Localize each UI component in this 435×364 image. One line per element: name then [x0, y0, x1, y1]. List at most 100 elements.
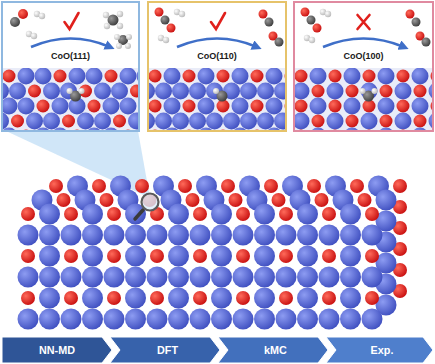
cobalt-atom — [18, 98, 35, 115]
cobalt-atom — [340, 204, 361, 225]
cobalt-atom — [18, 225, 39, 246]
cobalt-atom — [18, 68, 35, 85]
cobalt-atom — [137, 68, 139, 85]
oxygen-atom — [285, 100, 286, 113]
cobalt-atom — [61, 267, 82, 288]
hydrogen-atom — [31, 33, 37, 39]
cobalt-atom — [111, 83, 128, 100]
cobalt-atom — [319, 225, 340, 246]
oxygen-atom — [365, 207, 379, 221]
cobalt-atom — [164, 68, 181, 85]
reaction-arrow — [323, 39, 404, 48]
cobalt-atom — [3, 113, 9, 130]
cobalt-atom — [297, 288, 318, 309]
facet-panel: CoO(100) — [293, 1, 434, 132]
oxygen-atom — [37, 100, 50, 113]
cobalt-atom — [206, 113, 223, 130]
cobalt-atom — [412, 128, 429, 131]
cobalt-atom — [344, 98, 361, 115]
cobalt-atom — [266, 68, 283, 85]
cobalt-atom — [52, 128, 69, 131]
cobalt-atom — [319, 309, 340, 330]
step-label: DFT — [110, 337, 220, 363]
cobalt-atom — [172, 83, 189, 100]
cobalt-atom — [233, 267, 254, 288]
cobalt-atom — [164, 128, 181, 131]
cross-mark — [358, 15, 370, 29]
cobalt-atom — [43, 113, 60, 130]
oxygen-atom — [107, 291, 121, 305]
cobalt-atom — [319, 267, 340, 288]
cobalt-atom — [240, 113, 257, 130]
cobalt-atom — [94, 113, 111, 130]
workflow-chevron: kMC — [218, 337, 328, 363]
carbon-atom — [307, 16, 316, 25]
oxygen-atom — [217, 130, 230, 131]
cobalt-atom — [168, 309, 189, 330]
cobalt-atom — [340, 288, 361, 309]
oxygen-atom — [322, 249, 336, 263]
cobalt-atom — [254, 204, 275, 225]
cobalt-atom — [125, 267, 146, 288]
oxygen-atom — [322, 207, 336, 221]
cobalt-atom — [233, 309, 254, 330]
cobalt-atom — [254, 288, 275, 309]
cobalt-atom — [39, 204, 60, 225]
carbon-atom — [422, 38, 431, 47]
oxygen-atom — [107, 207, 121, 221]
cobalt-atom — [376, 190, 397, 211]
oxygen-atom — [21, 207, 35, 221]
cobalt-atom — [362, 267, 383, 288]
cobalt-atom — [295, 113, 310, 130]
oxygen-atom — [167, 24, 176, 33]
chevron-fill — [2, 337, 112, 363]
zoom-cone — [6, 131, 150, 198]
cobalt-atom — [211, 267, 232, 288]
oxygen-atom — [406, 10, 415, 19]
step-label: kMC — [218, 337, 328, 363]
cobalt-atom — [340, 309, 361, 330]
cobalt-atom — [103, 128, 120, 131]
hydrogen-atom — [179, 11, 185, 17]
workflow-chevron: NN-MD — [2, 337, 112, 363]
oxygen-atom — [363, 130, 376, 131]
oxygen-atom — [3, 70, 16, 83]
cobalt-atom — [94, 83, 111, 100]
step-label: NN-MD — [2, 337, 112, 363]
cobalt-atom — [137, 128, 139, 131]
oxygen-atom — [229, 193, 243, 207]
crystal-slab — [18, 176, 408, 330]
cobalt-atom — [429, 83, 433, 100]
cobalt-atom — [190, 309, 211, 330]
cobalt-atom — [147, 225, 168, 246]
oxygen-atom — [285, 70, 286, 83]
oxygen-atom — [279, 249, 293, 263]
oxygen-atom — [315, 193, 329, 207]
oxygen-atom — [57, 193, 71, 207]
panel-illustration — [130, 8, 326, 145]
oxygen-atom — [350, 179, 364, 193]
cobalt-atom — [240, 83, 257, 100]
cobalt-atom — [276, 309, 297, 330]
oxygen-atom — [295, 100, 308, 113]
oxygen-atom — [149, 100, 162, 113]
oxygen-atom — [149, 70, 162, 83]
cobalt-atom — [189, 113, 206, 130]
cobalt-atom — [120, 68, 137, 85]
workflow-chevron: Exp. — [326, 337, 433, 363]
cobalt-atom — [211, 288, 232, 309]
cobalt-atom — [257, 83, 274, 100]
cobalt-atom — [198, 98, 215, 115]
cobalt-atom — [276, 225, 297, 246]
facet-label: CoO(100) — [341, 51, 385, 62]
cobalt-atom — [412, 68, 429, 85]
cobalt-atom — [168, 225, 189, 246]
oxygen-atom — [178, 179, 192, 193]
cobalt-atom — [378, 128, 395, 131]
oxygen-atom — [150, 249, 164, 263]
oxygen-atom — [279, 207, 293, 221]
oxygen-atom — [11, 115, 24, 128]
oxygen-atom — [397, 130, 410, 131]
cobalt-atom — [77, 113, 94, 130]
